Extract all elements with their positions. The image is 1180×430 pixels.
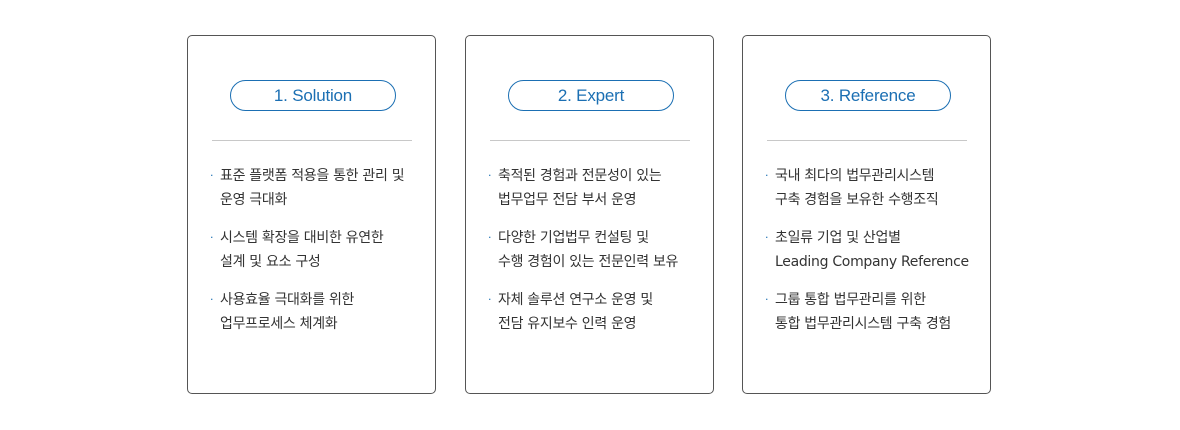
item-text-line1: 초일류 기업 및 산업별 xyxy=(775,230,901,246)
list-item: · 축적된 경험과 전문성이 있는 법무업무 전담 부서 운영 xyxy=(486,164,705,226)
list-item: · 다양한 기업법무 컨설팅 및 수행 경험이 있는 전문인력 보유 xyxy=(486,226,705,288)
list-item: · 초일류 기업 및 산업별 Leading Company Reference xyxy=(763,226,982,288)
card-title-badge: 2. Expert xyxy=(508,80,674,111)
bullet-icon: · xyxy=(765,293,769,306)
item-text-line2: 업무프로세스 체계화 xyxy=(220,316,338,332)
item-text-line1: 축적된 경험과 전문성이 있는 xyxy=(498,168,662,184)
card-reference: 3. Reference · 국내 최다의 법무관리시스템 구축 경험을 보유한… xyxy=(742,35,991,394)
item-text-line2: 수행 경험이 있는 전문인력 보유 xyxy=(498,254,679,270)
card-item-list: · 표준 플랫폼 적용을 통한 관리 및 운영 극대화 · 시스템 확장을 대비… xyxy=(208,164,427,350)
bullet-icon: · xyxy=(210,293,214,306)
item-text-line1: 그룹 통합 법무관리를 위한 xyxy=(775,292,926,308)
bullet-icon: · xyxy=(488,231,492,244)
list-item: · 자체 솔루션 연구소 운영 및 전담 유지보수 인력 운영 xyxy=(486,288,705,350)
item-text-line1: 표준 플랫폼 적용을 통한 관리 및 xyxy=(220,168,405,184)
item-text-line2: 구축 경험을 보유한 수행조직 xyxy=(775,192,939,208)
list-item: · 시스템 확장을 대비한 유연한 설계 및 요소 구성 xyxy=(208,226,427,288)
item-text-line2: 전담 유지보수 인력 운영 xyxy=(498,316,637,332)
bullet-icon: · xyxy=(765,169,769,182)
list-item: · 표준 플랫폼 적용을 통한 관리 및 운영 극대화 xyxy=(208,164,427,226)
card-title-badge: 1. Solution xyxy=(230,80,396,111)
item-text-line2: 통합 법무관리시스템 구축 경험 xyxy=(775,316,951,332)
item-text-line2: 운영 극대화 xyxy=(220,192,288,208)
list-item: · 그룹 통합 법무관리를 위한 통합 법무관리시스템 구축 경험 xyxy=(763,288,982,350)
item-text-line2: 설계 및 요소 구성 xyxy=(220,254,321,270)
bullet-icon: · xyxy=(488,293,492,306)
card-expert: 2. Expert · 축적된 경험과 전문성이 있는 법무업무 전담 부서 운… xyxy=(465,35,714,394)
item-text-line2: Leading Company Reference xyxy=(775,254,969,270)
card-solution: 1. Solution · 표준 플랫폼 적용을 통한 관리 및 운영 극대화 … xyxy=(187,35,436,394)
item-text-line1: 자체 솔루션 연구소 운영 및 xyxy=(498,292,653,308)
bullet-icon: · xyxy=(210,169,214,182)
bullet-icon: · xyxy=(488,169,492,182)
list-item: · 국내 최다의 법무관리시스템 구축 경험을 보유한 수행조직 xyxy=(763,164,982,226)
card-item-list: · 축적된 경험과 전문성이 있는 법무업무 전담 부서 운영 · 다양한 기업… xyxy=(486,164,705,350)
card-divider xyxy=(490,140,690,141)
item-text-line2: 법무업무 전담 부서 운영 xyxy=(498,192,637,208)
bullet-icon: · xyxy=(210,231,214,244)
list-item: · 사용효율 극대화를 위한 업무프로세스 체계화 xyxy=(208,288,427,350)
item-text-line1: 다양한 기업법무 컨설팅 및 xyxy=(498,230,649,246)
item-text-line1: 국내 최다의 법무관리시스템 xyxy=(775,168,935,184)
item-text-line1: 사용효율 극대화를 위한 xyxy=(220,292,355,308)
feature-cards: 1. Solution · 표준 플랫폼 적용을 통한 관리 및 운영 극대화 … xyxy=(187,35,993,396)
item-text-line1: 시스템 확장을 대비한 유연한 xyxy=(220,230,384,246)
card-title-badge: 3. Reference xyxy=(785,80,951,111)
card-divider xyxy=(767,140,967,141)
bullet-icon: · xyxy=(765,231,769,244)
card-divider xyxy=(212,140,412,141)
card-item-list: · 국내 최다의 법무관리시스템 구축 경험을 보유한 수행조직 · 초일류 기… xyxy=(763,164,982,350)
